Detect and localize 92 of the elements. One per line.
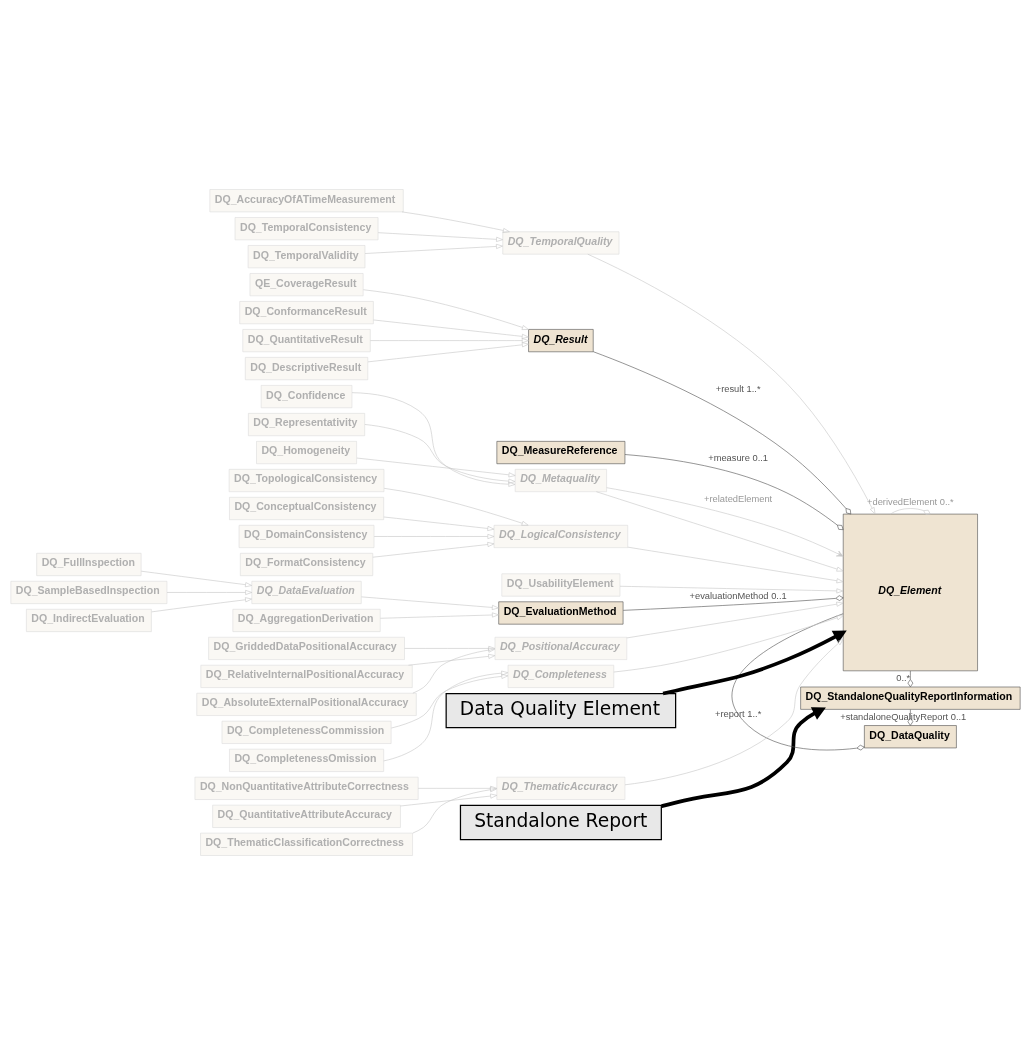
node-box: DQ_AccuracyOfATimeMeasurement bbox=[209, 188, 404, 212]
arrow bbox=[613, 614, 844, 672]
node-box: DQ_LogicalConsistency bbox=[493, 524, 629, 548]
arrow bbox=[412, 647, 496, 693]
arrow bbox=[404, 645, 496, 651]
node-box: DQ_GriddedDataPositionalAccuracy bbox=[208, 636, 405, 660]
node-box: DQ_FullInspection bbox=[36, 552, 142, 576]
arrow bbox=[391, 673, 509, 728]
connector bbox=[890, 507, 931, 515]
arrow bbox=[373, 533, 495, 539]
arrow bbox=[351, 391, 516, 487]
node-box: DQ_EvaluationMethod bbox=[498, 601, 624, 624]
node-box: QE_CoverageResult bbox=[249, 272, 364, 296]
node-box: DQ_MeasureReference bbox=[496, 440, 626, 464]
edge-label: +report 1..* bbox=[714, 708, 762, 719]
connector bbox=[731, 612, 865, 750]
node-box: Standalone Report bbox=[459, 804, 662, 840]
connector bbox=[907, 670, 914, 687]
node-box: DQ_StandaloneQualityReportInformation bbox=[800, 686, 1021, 710]
node-box: DQ_CompletenessCommission bbox=[221, 720, 392, 744]
arrow bbox=[166, 589, 253, 595]
node-box: DQ_UsabilityElement bbox=[501, 573, 621, 596]
arrow bbox=[587, 253, 876, 514]
arrow bbox=[383, 487, 529, 526]
node-box: DQ_DomainConsistency bbox=[238, 524, 375, 548]
node-box: DQ_TemporalConsistency bbox=[234, 216, 379, 240]
node-box: DQ_FormatConsistency bbox=[240, 552, 374, 576]
node-box: DQ_Representativity bbox=[248, 412, 365, 436]
arrow bbox=[383, 670, 509, 761]
node-box: DQ_CompletenessOmission bbox=[229, 748, 384, 772]
node-box: DQ_TemporalValidity bbox=[247, 244, 366, 268]
node-box: DQ_NonQuantitativeAttributeCorrectness bbox=[194, 776, 419, 800]
edge-label: +derivedElement 0..* bbox=[867, 496, 954, 507]
node-box: DQ_AggregationDerivation bbox=[232, 608, 381, 632]
arrow bbox=[619, 585, 844, 593]
connector bbox=[624, 453, 844, 530]
edge-label: +measure 0..1 bbox=[708, 452, 769, 463]
arrow bbox=[596, 490, 844, 572]
arrow bbox=[361, 596, 499, 610]
edge-label: +relatedElement bbox=[704, 493, 773, 504]
arrow bbox=[383, 516, 495, 531]
node-box: DQ_TemporalQuality bbox=[502, 230, 620, 254]
node-box: DQ_ConformanceResult bbox=[239, 300, 374, 324]
node-box: DQ_Completeness bbox=[507, 664, 615, 688]
node-box: DQ_Metaquality bbox=[514, 468, 607, 492]
node-box: DQ_ThematicAccuracy bbox=[496, 776, 626, 800]
node-box: Data Quality Element bbox=[445, 692, 677, 728]
node-box: DQ_QuantitativeAttributeAccuracy bbox=[212, 804, 401, 828]
node-box: DQ_DescriptiveResult bbox=[245, 356, 369, 380]
node-box: DQ_Confidence bbox=[260, 384, 353, 408]
node-box: DQ_DataEvaluation bbox=[251, 580, 362, 604]
arrow bbox=[661, 706, 826, 808]
node-box: DQ_Result bbox=[528, 328, 594, 352]
arrow bbox=[151, 596, 252, 612]
node-box: DQ_RelativeInternalPositionalAccuracy bbox=[200, 664, 413, 688]
node-box: DQ_SampleBasedInspection bbox=[10, 580, 168, 604]
arrow bbox=[364, 243, 503, 254]
arrow bbox=[627, 546, 844, 583]
edge-label: +evaluationMethod 0..1 bbox=[689, 590, 787, 601]
arrow bbox=[377, 231, 504, 242]
arrow bbox=[356, 457, 516, 477]
arrow bbox=[401, 211, 510, 233]
arrow bbox=[624, 638, 844, 785]
arrow bbox=[367, 341, 529, 362]
edge-label: 0..* bbox=[896, 672, 911, 683]
edge-label: +standaloneQualityReport 0..1 bbox=[840, 711, 967, 722]
node-box: DQ_ThematicClassificationCorrectness bbox=[200, 832, 413, 856]
arrow bbox=[400, 793, 498, 806]
node-box: DQ_DataQuality bbox=[864, 724, 957, 748]
node-box: DQ_Element bbox=[842, 513, 978, 671]
connector bbox=[622, 594, 844, 611]
arrow bbox=[626, 601, 844, 638]
arrow bbox=[662, 630, 847, 695]
arrow bbox=[412, 786, 497, 833]
arrow bbox=[606, 486, 844, 557]
node-box: DQ_Homogeneity bbox=[256, 440, 357, 464]
arrow bbox=[140, 570, 253, 587]
arrow bbox=[372, 541, 495, 557]
edge-label: +result 1..* bbox=[715, 383, 761, 394]
node-box: DQ_PositionalAccuracy bbox=[494, 636, 628, 660]
arrow bbox=[364, 423, 516, 484]
arrow bbox=[363, 288, 529, 330]
arrow bbox=[417, 785, 498, 791]
node-box: DQ_AbsoluteExternalPositionalAccuracy bbox=[196, 692, 417, 716]
node-box: DQ_TopologicalConsistency bbox=[228, 468, 385, 492]
node-box: DQ_QuantitativeResult bbox=[242, 328, 371, 352]
node-box: DQ_IndirectEvaluation bbox=[26, 608, 152, 632]
arrow bbox=[370, 337, 529, 343]
connector bbox=[592, 350, 852, 514]
arrow bbox=[380, 612, 499, 619]
arrow bbox=[373, 319, 529, 339]
arrow bbox=[408, 653, 496, 665]
